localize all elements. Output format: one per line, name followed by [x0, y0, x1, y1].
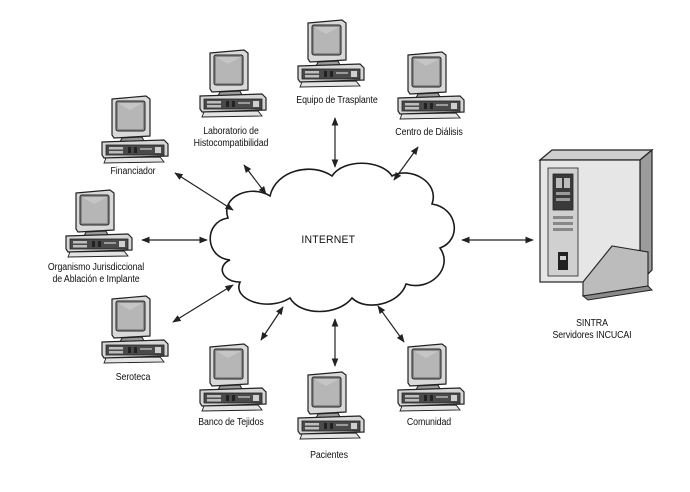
node-label-laboratorio-line2: Histocompatibilidad: [193, 138, 269, 149]
server-tower-icon: [538, 148, 654, 301]
node-label-centro: Centro de Diálisis: [395, 127, 463, 138]
node-label-comunidad: Comunidad: [406, 417, 452, 428]
banco-computer-icon: [199, 343, 267, 412]
server-label: SINTRA Servidores INCUCAI: [537, 318, 646, 342]
server-name: SINTRA: [576, 318, 608, 329]
node-label-pacientes: Pacientes: [310, 450, 348, 461]
pacientes-computer-icon: [297, 371, 365, 440]
server-subtitle: Servidores INCUCAI: [552, 330, 632, 341]
link-seroteca: [172, 284, 234, 323]
link-banco: [260, 306, 284, 341]
node-label-equipo: Equipo de Trasplante: [296, 95, 378, 106]
laboratorio-computer-icon: [199, 49, 267, 118]
comunidad-computer-icon: [397, 343, 465, 412]
node-label-organismo-line1: Organismo Jurisdiccional: [47, 262, 145, 273]
link-comunidad: [377, 305, 405, 343]
organismo-computer-icon: [65, 189, 133, 258]
node-label-banco: Banco de Tejidos: [198, 417, 264, 428]
seroteca-computer-icon: [101, 295, 169, 364]
link-financiador: [174, 172, 234, 211]
link-laboratorio: [243, 164, 267, 195]
centro-computer-icon: [397, 51, 465, 120]
equipo-computer-icon: [297, 19, 365, 88]
node-label-financiador: Financiador: [110, 166, 156, 177]
node-label-organismo: Organismo Jurisdiccional de Ablación e I…: [38, 262, 154, 286]
node-label-organismo-line2: de Ablación e Implante: [52, 274, 140, 285]
node-label-laboratorio-line1: Laboratorio de: [203, 126, 259, 137]
link-centro: [393, 146, 419, 181]
internet-label: INTERNET: [301, 234, 356, 246]
node-label-laboratorio: Laboratorio de Histocompatibilidad: [183, 126, 280, 150]
node-label-seroteca: Seroteca: [115, 372, 151, 383]
financiador-computer-icon: [101, 95, 169, 164]
